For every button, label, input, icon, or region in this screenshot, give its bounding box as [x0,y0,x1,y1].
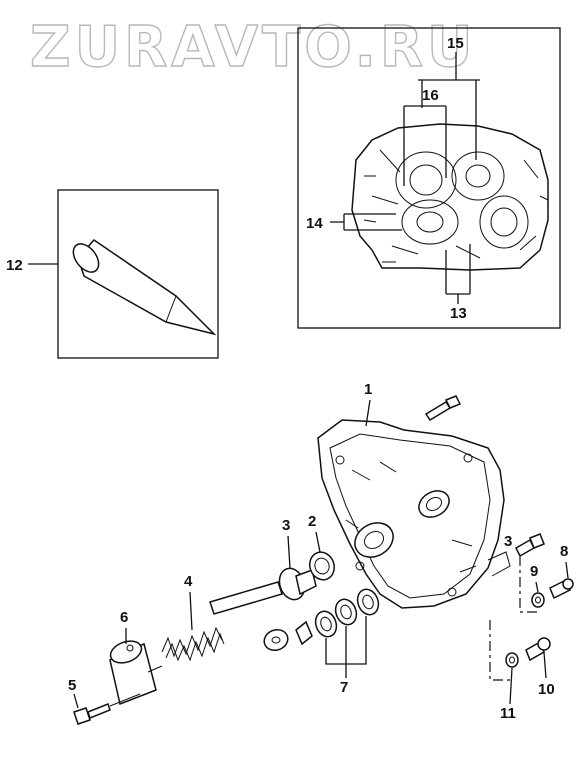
callout-6: 6 [120,609,128,626]
sealant-inset: 12 [6,189,219,359]
spring-cap [109,640,163,706]
seal-washers [263,588,380,652]
bolt-10 [525,637,551,662]
callout-3-right: 3 [504,533,512,550]
callout-16: 16 [422,87,439,104]
callout-4: 4 [184,573,193,590]
callout-2: 2 [308,513,316,530]
transaxle-inset: 15 16 14 13 [297,27,561,329]
callout-5: 5 [68,677,76,694]
sealant-tube-icon [72,239,217,336]
return-spring [161,626,225,662]
callout-11: 11 [500,705,516,722]
washer-9 [531,592,545,608]
main-exploded-view: 1 3 2 4 6 [68,381,574,725]
callout-3-left: 3 [282,517,290,534]
callout-10: 10 [538,681,555,698]
sealant-inset-frame [57,189,219,359]
callout-9: 9 [530,563,538,580]
transaxle-side-cover [317,419,511,609]
callout-1: 1 [364,381,372,398]
washer-11 [505,652,519,668]
callout-14: 14 [306,215,323,232]
callout-7: 7 [340,679,348,696]
snap-ring [308,551,336,581]
transaxle-housing-drawing [351,123,549,271]
callout-12: 12 [6,257,23,274]
shift-shaft [209,567,317,615]
bolt-8 [549,578,574,600]
cover-bolt [424,395,462,422]
transaxle-inset-frame [297,27,561,329]
watermark-text: ZURAVTO.RU [30,15,477,80]
right-bolt-upper [515,533,545,558]
callout-13: 13 [450,305,467,322]
callout-8: 8 [560,543,568,560]
cap-bolt [73,703,111,725]
callout-15: 15 [447,35,464,52]
